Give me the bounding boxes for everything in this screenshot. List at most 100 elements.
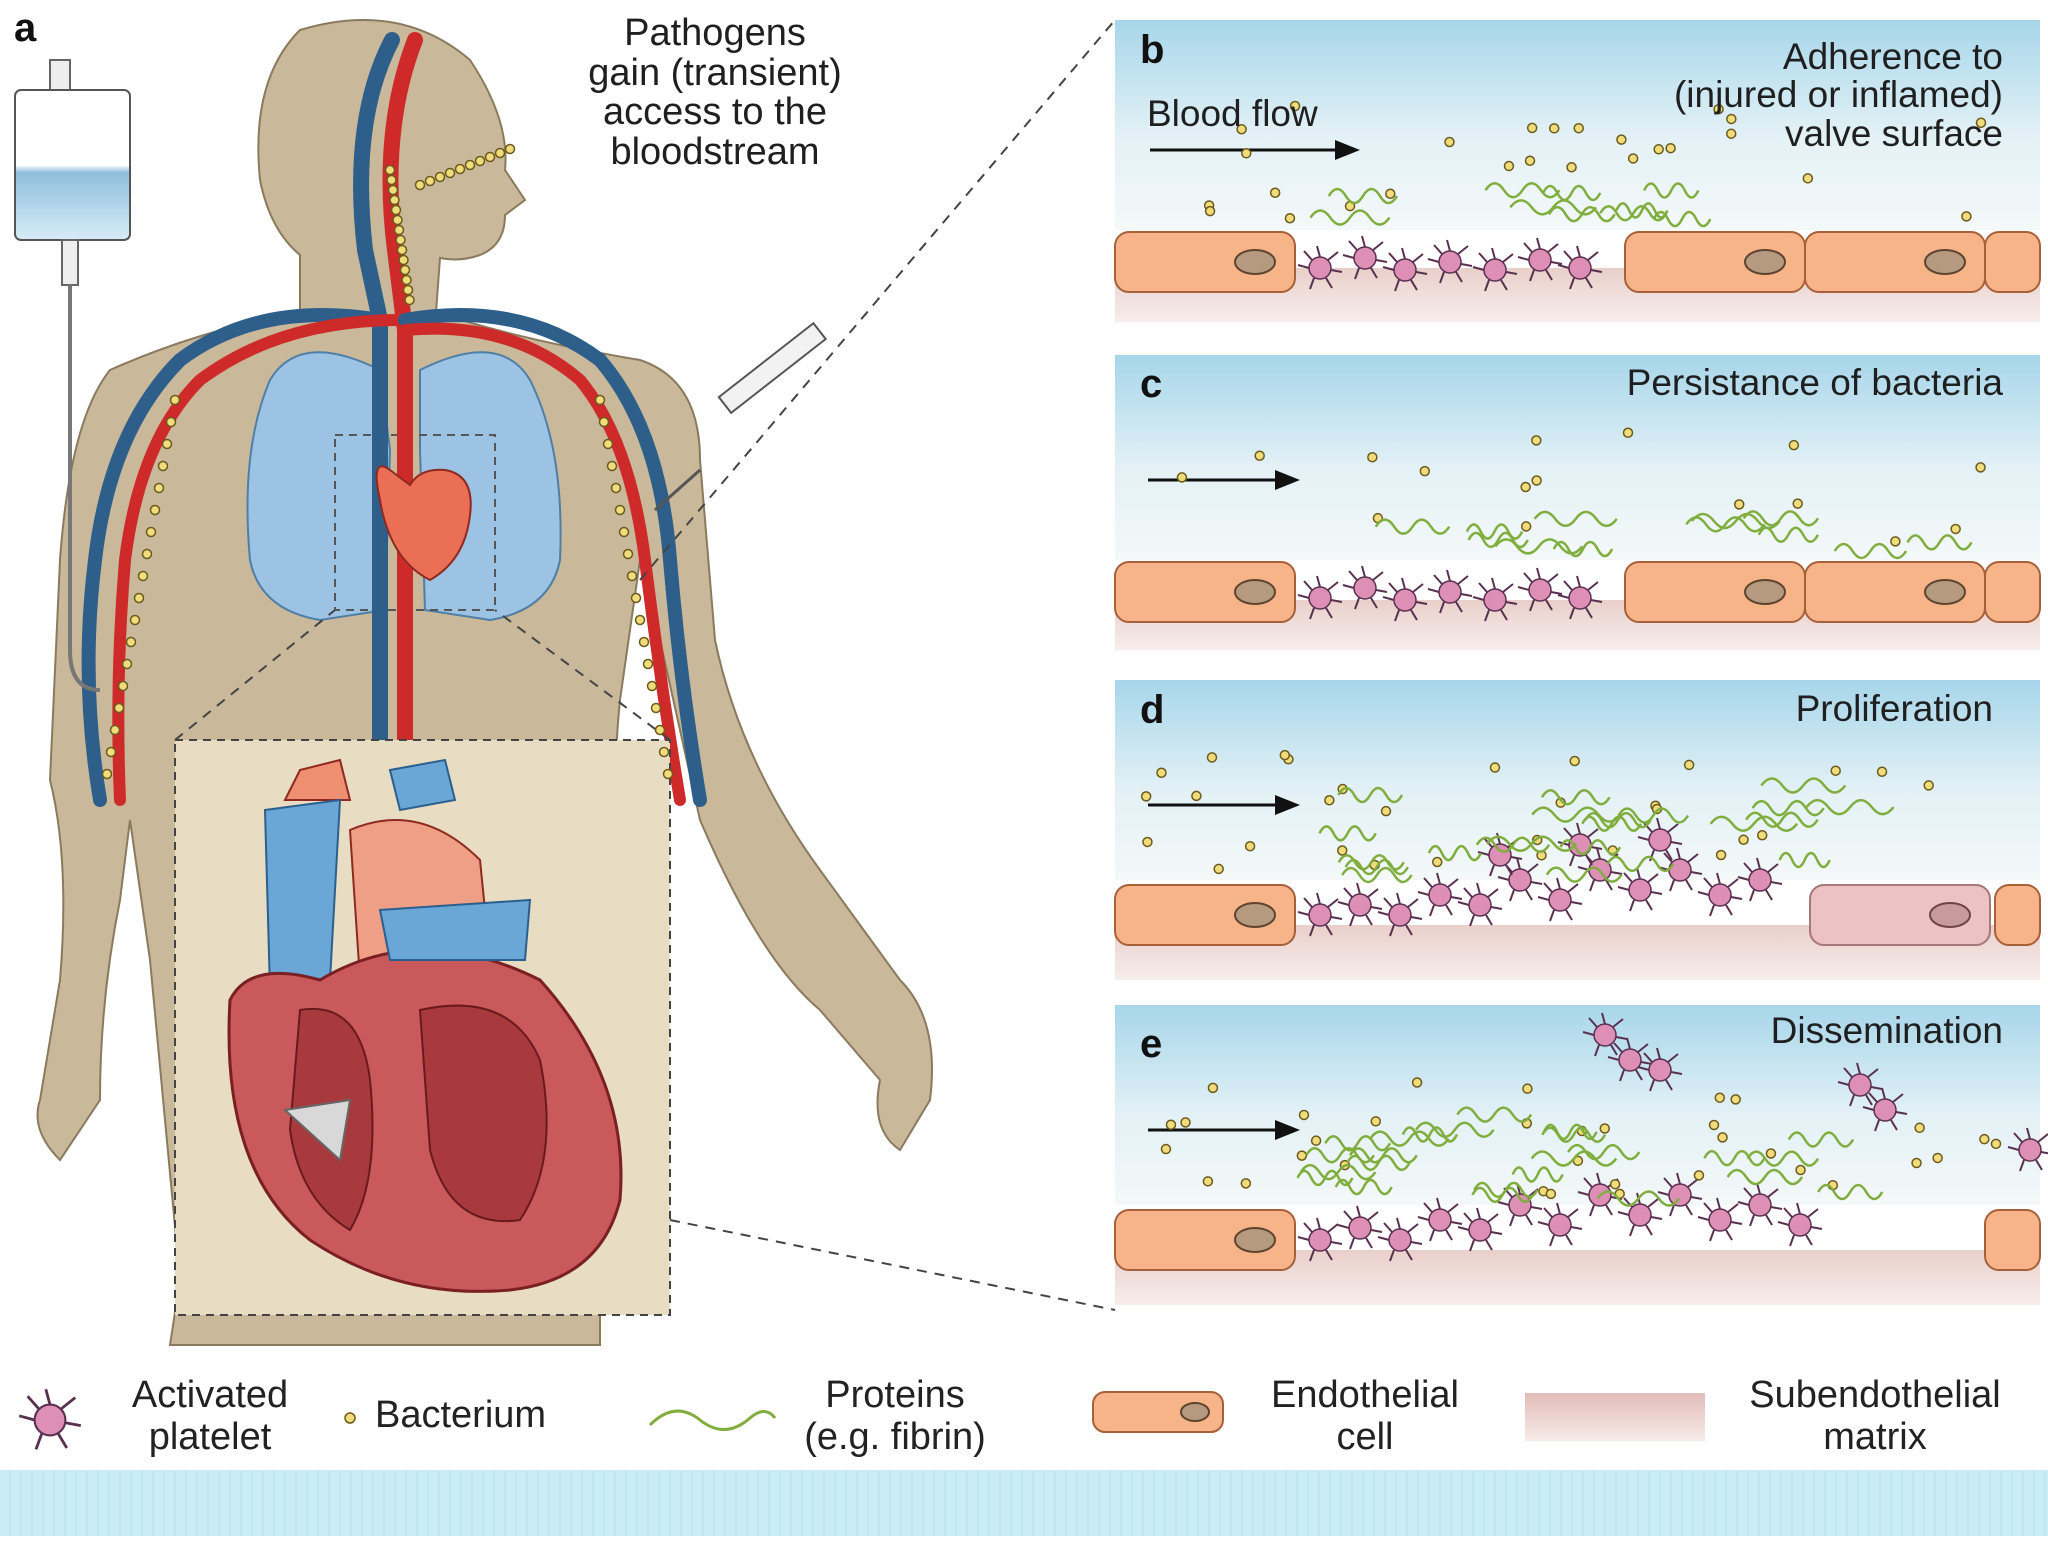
fibrin-strand — [1541, 184, 1602, 202]
bacterium-dot — [602, 438, 614, 450]
bacterium-dot — [1726, 113, 1737, 125]
fibrin-strand — [1833, 542, 1908, 560]
fibrin-strand — [1511, 1166, 1564, 1183]
bacterium-dot — [1176, 472, 1188, 483]
fibrin-strand — [1369, 1130, 1450, 1147]
bacterium-dot — [1522, 1083, 1533, 1094]
fibrin-strand — [1805, 798, 1895, 816]
legend-endothelial-icon — [1092, 1391, 1224, 1433]
bacterium-dot — [1191, 790, 1202, 802]
fibrin-strand — [1530, 1150, 1618, 1167]
fibrin-strand — [1344, 858, 1409, 876]
fibrin-strand — [1906, 534, 1973, 551]
fibrin-strand — [1465, 523, 1524, 540]
bacterium-dot — [384, 164, 396, 176]
bacterium-dot — [1569, 755, 1580, 767]
bacterium-dot — [398, 254, 409, 266]
bacterium-dot — [1160, 1143, 1172, 1155]
bacterium-dot — [1289, 100, 1301, 112]
fibrin-strand — [1305, 1147, 1376, 1164]
bacterium-dot — [1367, 451, 1378, 463]
bacterium-dot — [658, 746, 670, 758]
fibrin-strand — [1615, 202, 1669, 219]
bacterium-dot — [1269, 187, 1281, 198]
bacterium-dot — [1693, 1170, 1705, 1181]
fibrin-strand — [1746, 1150, 1820, 1167]
panel-letter-b: b — [1140, 28, 1165, 72]
panel-letter-c: c — [1140, 362, 1163, 406]
bottom-band — [0, 1470, 2048, 1536]
bacterium-dot — [1520, 481, 1531, 493]
bacterium-dot — [610, 482, 622, 494]
bacterium-dot — [634, 614, 646, 626]
bacterium-dot — [464, 159, 476, 171]
bacterium-dot — [618, 526, 630, 538]
bacterium-dot — [1241, 148, 1252, 159]
bacterium-dot — [141, 548, 153, 560]
bacterium-dot — [1975, 117, 1987, 128]
bacterium-dot — [386, 174, 397, 186]
bacterium-dot — [1627, 153, 1639, 164]
fibrin-strand — [1299, 1163, 1377, 1181]
bacterium-dot — [1950, 523, 1961, 535]
bacterium-dot — [424, 175, 436, 187]
panel-a-caption: Pathogens gain (transient) access to the… — [588, 12, 842, 173]
bacterium-dot — [121, 658, 133, 670]
bacterium-dot — [614, 504, 626, 516]
bacterium-dot — [404, 294, 415, 306]
bacterium-dot — [1756, 829, 1768, 841]
bacterium-dot — [626, 570, 638, 582]
bacterium-dot — [145, 526, 157, 538]
panel-d — [1114, 680, 2041, 980]
fibrin-strand — [1318, 825, 1377, 842]
bacterium-dot — [1310, 1135, 1322, 1146]
bacterium-dot — [1520, 521, 1532, 532]
bacterium-dot — [393, 224, 405, 236]
bacterium-dot — [454, 163, 466, 175]
fibrin-strand — [1596, 1190, 1681, 1207]
bacterium-dot — [1548, 123, 1560, 134]
bacterium-dot — [642, 658, 654, 670]
bacterium-dot — [1279, 749, 1291, 761]
bacterium-dot — [1890, 536, 1901, 547]
legend — [17, 1387, 1705, 1451]
bacterium-dot — [105, 746, 117, 758]
bacterium-dot — [1961, 211, 1972, 222]
bacterium-dot — [1795, 1164, 1806, 1176]
panel-c-title: Persistance of bacteria — [1626, 362, 2003, 403]
fibrin-strand — [1581, 815, 1642, 832]
fibrin-strand — [1751, 799, 1825, 817]
syringe — [654, 321, 828, 512]
bacterium-dot — [630, 592, 642, 604]
fibrin-strand — [1533, 510, 1618, 528]
fibrin-strand — [1703, 1149, 1766, 1167]
bacterium-dot — [1545, 1188, 1557, 1200]
bacterium-dot — [1788, 439, 1800, 451]
bacterium-dot — [1207, 1082, 1219, 1094]
bacterium-dot — [1914, 1122, 1925, 1134]
fibrin-strand — [1548, 205, 1616, 223]
bacterium-dot — [1932, 1152, 1943, 1164]
bacterium-dot — [1653, 144, 1664, 155]
bacterium-dot — [1622, 427, 1634, 439]
bacterium-dot — [1717, 1132, 1728, 1143]
fibrin-strand — [1685, 516, 1766, 533]
bacterium-dot — [1830, 765, 1841, 776]
panel-c — [1114, 355, 2041, 650]
bacterium-dot — [444, 167, 456, 179]
bacterium-dot — [149, 504, 161, 516]
bacterium-dot — [387, 184, 399, 196]
bacterium-dot — [153, 482, 165, 494]
bacterium-dot — [396, 244, 408, 256]
human-figure — [14, 19, 1116, 1346]
bacterium-dot — [474, 155, 486, 167]
legend-bacterium-icon — [344, 1412, 356, 1424]
legend-subendothelial-swatch — [1525, 1393, 1705, 1441]
fibrin-strand — [1541, 1126, 1607, 1143]
fibrin-strand — [1494, 538, 1584, 555]
bacterium-dot — [622, 548, 634, 560]
bacterium-dot — [606, 460, 618, 472]
fibrin-strand — [1559, 838, 1622, 856]
fibrin-strand — [1296, 1169, 1354, 1187]
